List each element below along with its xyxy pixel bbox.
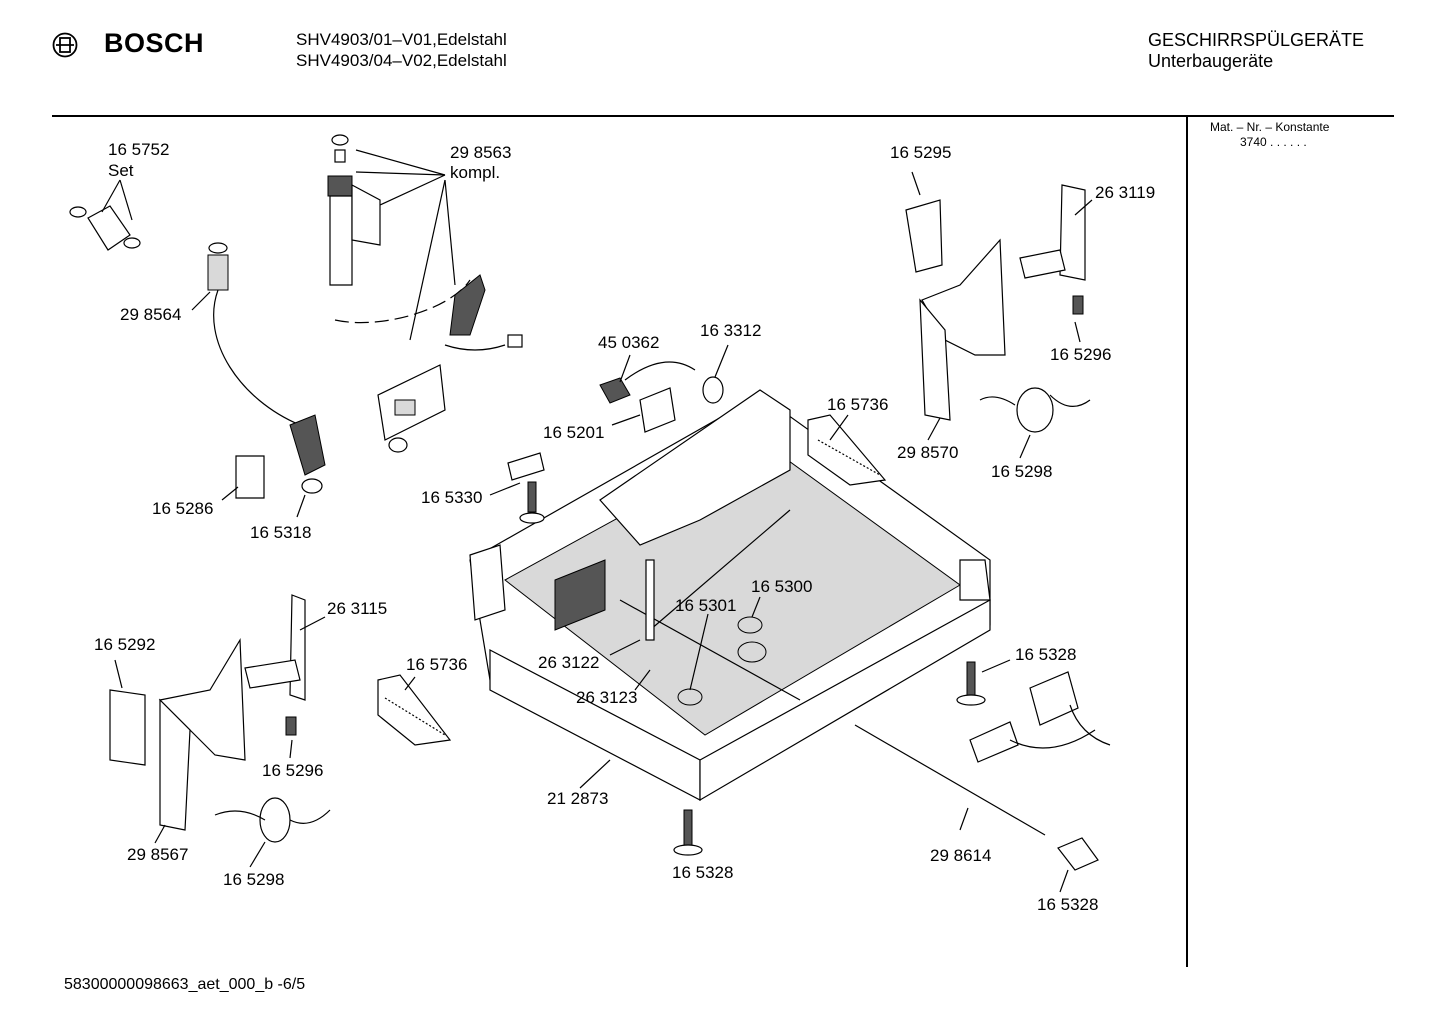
part-label: 16 5296 [262,761,323,780]
document-footer-id: 58300000098663_aet_000_b -6/5 [64,976,306,993]
part-label: 16 5298 [223,870,284,889]
bosch-logo-icon [52,32,78,58]
part-label: 29 8570 [897,443,958,462]
part-label: 16 5330 [421,488,482,507]
brand-name: BOSCH [104,28,205,58]
part-label: 16 5752 [108,140,169,159]
part-label: 16 5300 [751,577,812,596]
part-label: 16 5328 [1015,645,1076,664]
part-label: 16 5301 [675,596,736,615]
part-label: Set [108,161,134,180]
hose-clamp-set-part [69,205,141,251]
part-label: 16 5296 [1050,345,1111,364]
part-label: 26 3119 [1095,183,1155,202]
part-label: 26 3115 [327,599,387,618]
model-line-1: SHV4903/01–V01,Edelstahl [296,30,507,49]
left-bracket-parts [109,594,452,843]
part-label: 16 5295 [890,143,951,162]
side-panel-title: Mat. – Nr. – Konstante [1210,120,1330,134]
sensor-wiring-parts [507,361,724,524]
coiled-hose-part [207,242,326,499]
part-label: 45 0362 [598,333,659,352]
right-bracket-parts [807,184,1091,486]
part-label: 29 8563 [450,143,511,162]
part-label: kompl. [450,163,500,182]
part-number-labels: 16 5752 Set 29 8563 kompl. 29 8564 16 52… [94,140,1155,914]
base-frame-part [469,389,991,802]
part-label: 16 5286 [152,499,213,518]
drain-hose-assembly-part [327,134,523,453]
leader-lines [101,149,1093,893]
part-label: 26 3122 [538,653,599,672]
part-label: 29 8614 [930,846,991,865]
part-label: 16 5298 [991,462,1052,481]
model-line-2: SHV4903/04–V02,Edelstahl [296,51,507,70]
part-label: 29 8564 [120,305,181,324]
feet-and-rod-parts [673,661,1111,871]
part-label: 16 5292 [94,635,155,654]
part-label: 16 5318 [250,523,311,542]
side-panel-value: 3740 . . . . . . [1240,135,1307,149]
category-line-1: GESCHIRRSPÜLGERÄTE [1148,30,1365,50]
part-label: 16 5328 [672,863,733,882]
part-label: 16 5328 [1037,895,1098,914]
part-label: 16 3312 [700,321,761,340]
part-label: 16 5736 [406,655,467,674]
part-label: 26 3123 [576,688,637,707]
category-line-2: Unterbaugeräte [1148,51,1274,71]
part-label: 21 2873 [547,789,608,808]
side-panel-divider [1186,116,1188,967]
part-label: 29 8567 [127,845,188,864]
part-label: 16 5201 [543,423,604,442]
part-label: 16 5736 [827,395,888,414]
header-divider [52,115,1394,117]
